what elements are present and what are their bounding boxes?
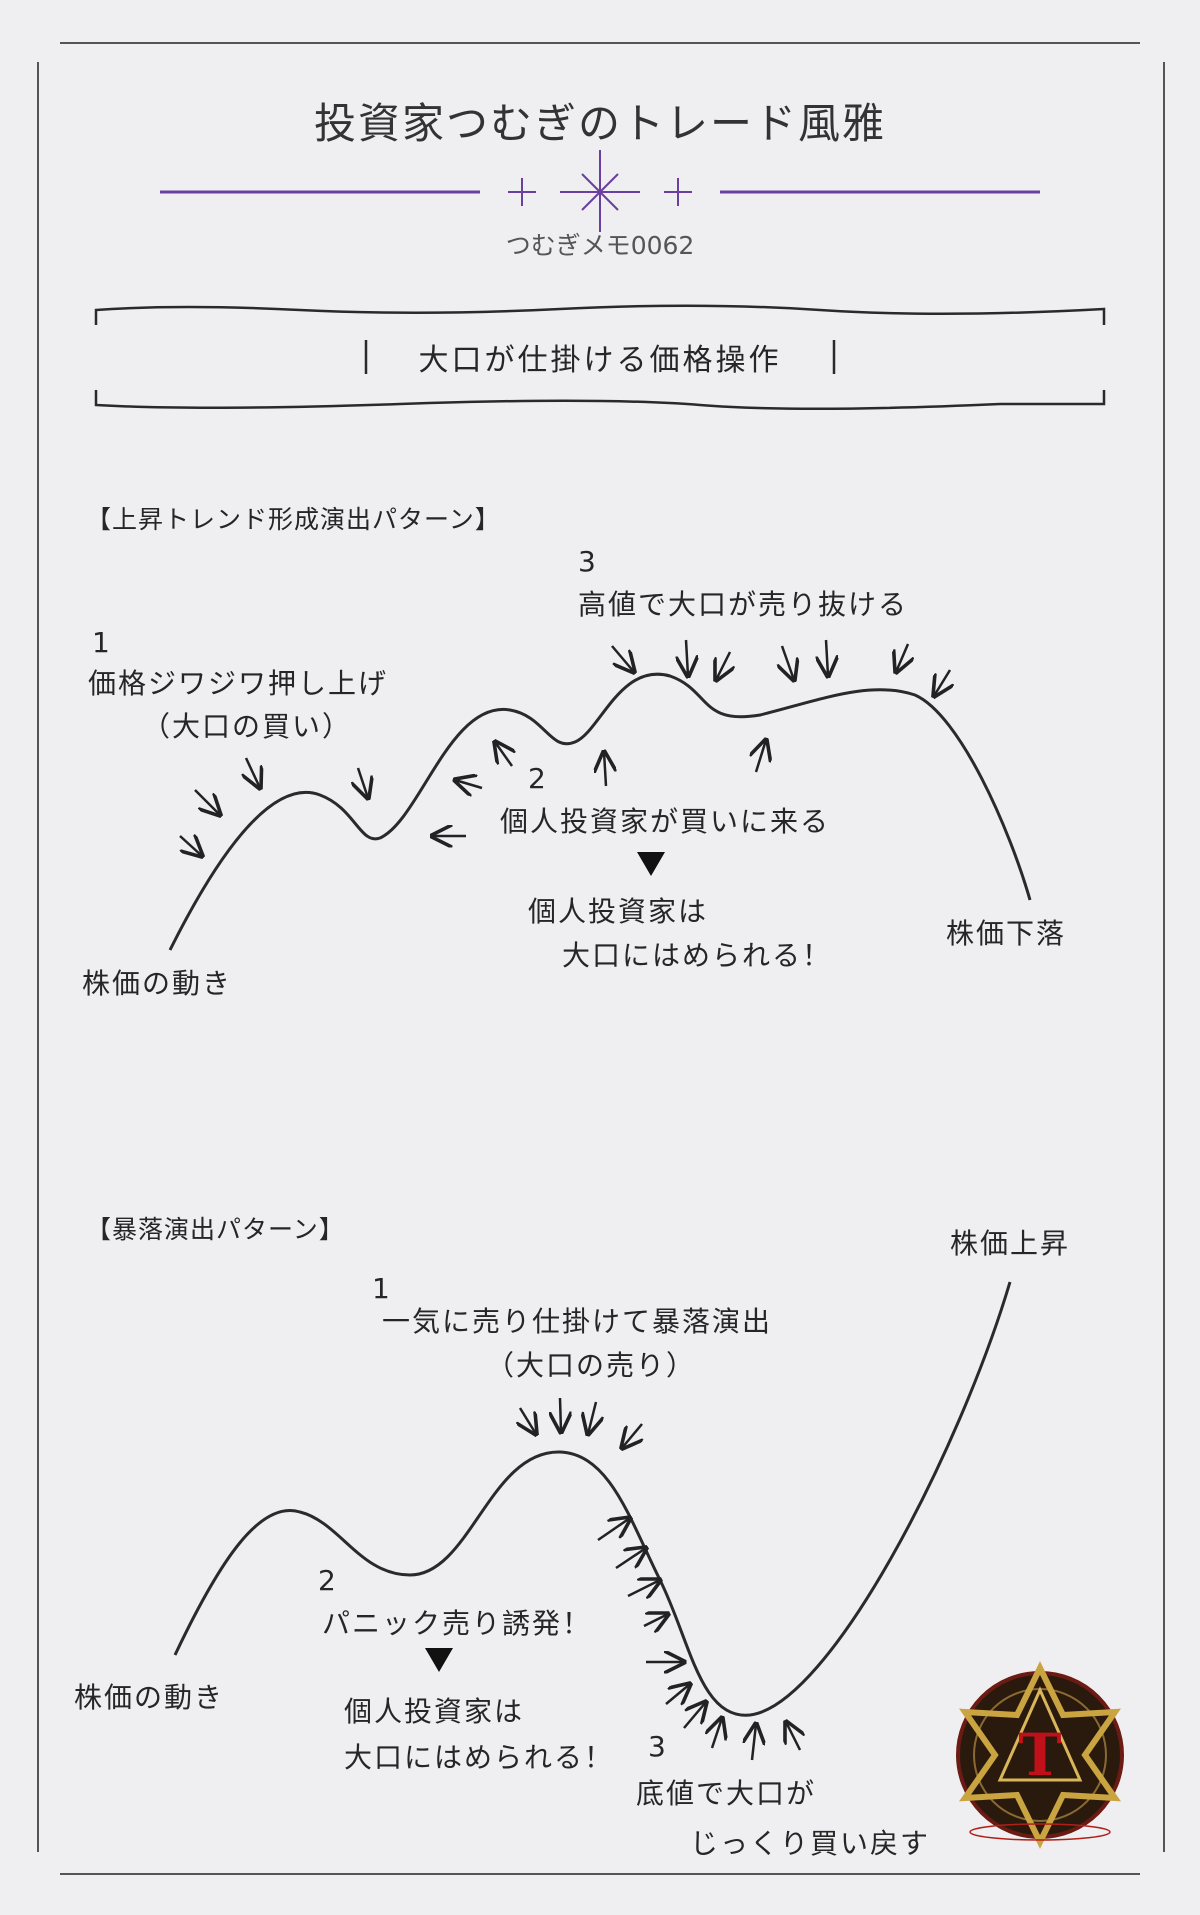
memo-id: つむぎメモ0062 [505,231,695,260]
frame-left-line [37,62,39,1852]
crash-result-line1: 個人投資家は [344,1695,525,1728]
uptrend-start-label: 株価の動き [82,967,233,1000]
banner-box [94,304,1106,411]
crash-result-line2: 大口にはめられる！ [344,1741,615,1774]
uptrend-step1-number: 1 [92,626,112,659]
crash-panic-arrows [597,1518,684,1662]
frame-top-line [60,42,1140,44]
uptrend-price-curve [168,672,1032,951]
crash-step3-subtext: じっくり買い戻す [690,1827,931,1860]
uptrend-retail-arrows [432,740,766,836]
triangle-down-icon [637,852,665,876]
crash-buyback-arrows [665,1684,800,1761]
uptrend-sell-arrows [611,639,950,696]
frame-right-line [1163,62,1165,1852]
triangle-down-icon [425,1648,453,1672]
sparkle-icon [508,178,536,206]
uptrend-end-label: 株価下落 [946,917,1067,950]
uptrend-step3-number: 3 [578,545,598,578]
uptrend-buy-arrows [179,757,368,856]
crash-end-label: 株価上昇 [950,1227,1071,1260]
title-ornament [160,150,1040,232]
uptrend-step2-number: 2 [528,762,548,795]
uptrend-result-line1: 個人投資家は [528,895,709,928]
crash-price-curve [173,1281,1012,1717]
frame-bottom-line [60,1873,1140,1875]
uptrend-result-line2: 大口にはめられる！ [562,939,833,972]
uptrend-step2-text: 個人投資家が買いに来る [500,805,831,838]
crash-step3-text: 底値で大口が [636,1777,817,1810]
tsumugi-logo: T [956,1661,1124,1849]
crash-heading: 【暴落演出パターン】 [86,1215,345,1244]
crash-sell-arrows [520,1397,642,1448]
sparkle-icon [560,150,640,232]
uptrend-heading: 【上昇トレンド形成演出パターン】 [86,505,501,534]
crash-step1-text: 一気に売り仕掛けて暴落演出 [382,1305,773,1338]
crash-step2-number: 2 [318,1564,338,1597]
banner-title: 大口が仕掛ける価格操作 [418,343,782,378]
uptrend-step1-text: 価格ジワジワ押し上げ [88,667,389,700]
page-title: 投資家つむぎのトレード風雅 [313,99,886,148]
sparkle-icon [664,178,692,206]
crash-step1-number: 1 [372,1272,392,1305]
crash-step3-number: 3 [648,1730,668,1763]
crash-step1-subtext: （大口の売り） [486,1349,697,1382]
crash-step2-text: パニック売り誘発！ [322,1607,593,1640]
logo-letter: T [1018,1721,1061,1789]
uptrend-step1-subtext: （大口の買い） [142,710,353,743]
crash-start-label: 株価の動き [74,1681,225,1714]
uptrend-step3-text: 高値で大口が売り抜ける [578,588,909,621]
